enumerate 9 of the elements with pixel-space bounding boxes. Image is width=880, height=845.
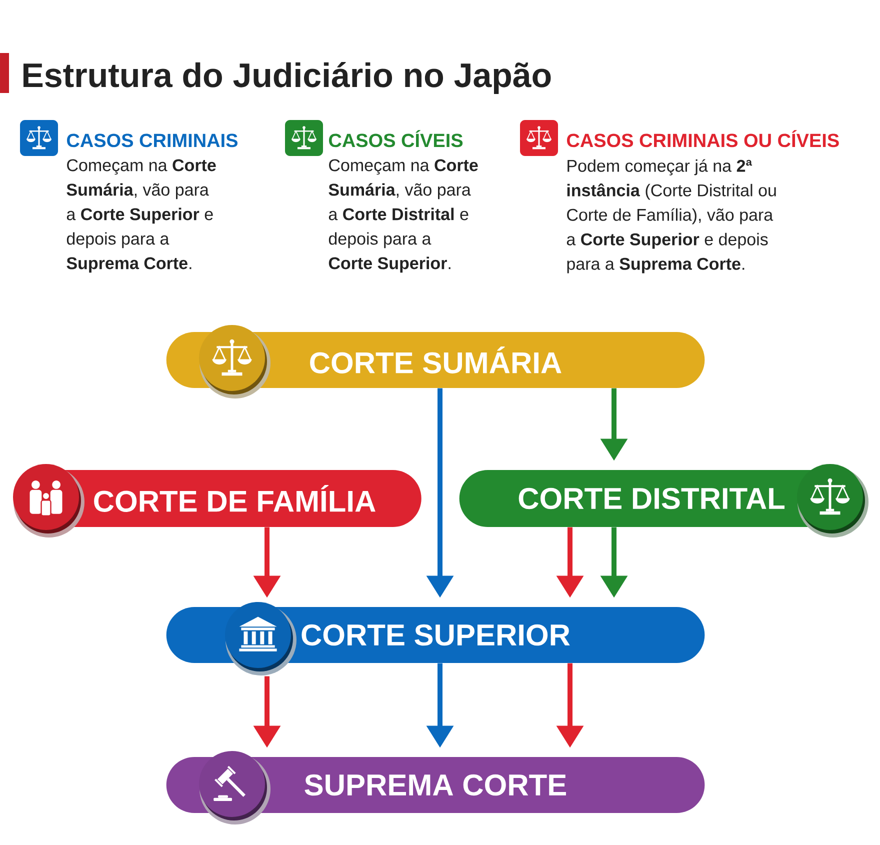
description-text: Começam na Corte Sumária, vão para a Corte Superior e depois para a Suprema Corte. (66, 159, 216, 273)
title: Estrutura do Judiciário no Japão (23, 62, 551, 94)
description-text: Começam na Corte Sumária, vão para a Corte Distrital e depois para a Corte Superior. (328, 159, 478, 273)
legend-label: CASOS CRIMINAIS (67, 134, 238, 148)
rounded-box: CORTE DE FAMÍLIA (51, 470, 422, 527)
legend-label: CASOS CRIMINAIS OU CÍVEIS (567, 130, 839, 148)
description-text: Podem começar já na 2ª instância (Corte Distrital ou Corte de Família), vão para a Corte Superior e depois para a Suprema Corte. (566, 159, 776, 274)
legend-label: CASOS CÍVEIS (329, 130, 463, 148)
rounded-box: CORTE DISTRITAL (459, 470, 826, 527)
